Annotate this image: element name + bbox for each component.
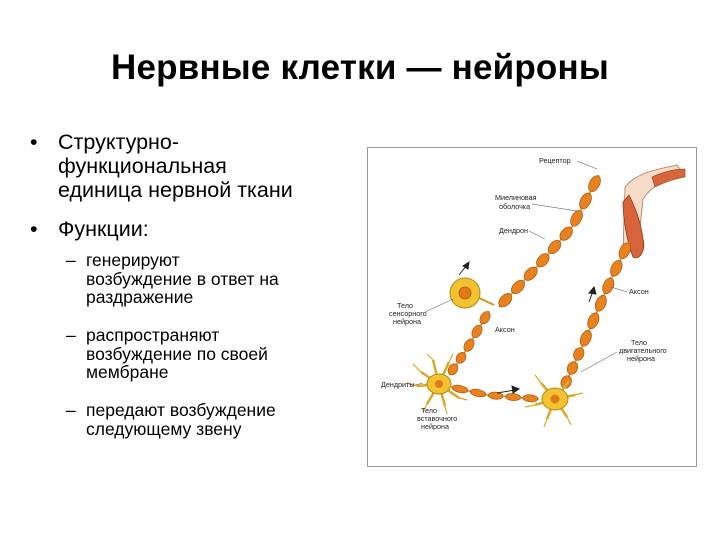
sensory-dendron-segment xyxy=(523,266,538,281)
label-inter-body-1: Тело xyxy=(421,406,437,415)
sensory-axon-segment xyxy=(463,338,475,352)
dash-mark: – xyxy=(66,325,76,345)
motor-neuron-body xyxy=(524,374,584,428)
sub-bullet-text: распространяют возбуждение по своей мемб… xyxy=(86,326,268,382)
sensory-neuron-body xyxy=(449,277,495,309)
figure-labels: Рецептор Миелиновая оболочка Дендрон Тел… xyxy=(381,156,667,431)
dash-mark: – xyxy=(66,400,76,420)
sub-bullet-line: возбуждение по своей xyxy=(86,343,268,364)
label-inter-body-3: нейрона xyxy=(421,422,449,431)
label-myelin-1: Миелиновая xyxy=(495,193,537,202)
label-sensory-body-1: Тело xyxy=(397,301,413,310)
interneuron-axon-segment xyxy=(487,391,504,400)
sensory-dendron-segment xyxy=(579,192,592,210)
bullet-line: функциональная xyxy=(58,154,227,178)
bullet-line: Структурно- xyxy=(58,130,180,154)
interneuron-axon-segment xyxy=(469,388,487,398)
sensory-axon-segment xyxy=(447,363,459,376)
motor-axon-segment xyxy=(579,330,592,347)
interneuron-axon-segment xyxy=(522,394,539,403)
sensory-dendron-segment xyxy=(570,209,583,227)
sub-bullet-text: генерируют возбуждение в ответ на раздра… xyxy=(86,251,279,307)
sensory-dendron-segment xyxy=(588,175,601,193)
sub-bullet-line: распространяют xyxy=(86,325,220,345)
sensory-dendron-segment xyxy=(559,226,573,241)
sub-bullet-line: следующему звену xyxy=(86,418,242,439)
label-motor-body-3: нейрона xyxy=(627,354,655,363)
label-axon-motor: Аксон xyxy=(629,287,649,296)
motor-axon-segment xyxy=(618,242,631,260)
sensory-dendron-segment xyxy=(511,279,525,295)
sub-bullet-line: генерируют xyxy=(86,250,180,270)
dash-mark: – xyxy=(66,250,76,270)
sensory-axon-segment xyxy=(479,311,491,325)
impulse-arrows xyxy=(458,260,597,394)
motor-axon-segment xyxy=(566,361,579,375)
sensory-dendron-segment xyxy=(536,253,550,268)
sub-bullet-line: раздражение xyxy=(86,287,194,307)
sub-bullet-text: передают возбуждение следующему звену xyxy=(86,401,276,438)
muscle-arm-illustration xyxy=(622,164,686,259)
label-dendron: Дендрон xyxy=(499,226,528,235)
label-motor-body-2: двигательного xyxy=(619,346,667,355)
label-motor-body-1: Тело xyxy=(631,338,647,347)
neuron-diagram: Рецептор Миелиновая оболочка Дендрон Тел… xyxy=(367,147,697,467)
sensory-dendron-segment xyxy=(547,239,562,255)
bullet-mark: • xyxy=(30,130,38,154)
bullet-text: Функции: xyxy=(58,217,149,241)
label-myelin-2: оболочка xyxy=(499,202,530,211)
motor-axon-segment xyxy=(594,295,607,312)
sensory-dendron-segment xyxy=(498,293,513,308)
bullet-line: единица нервной ткани xyxy=(58,178,293,202)
label-axon-sensory: Аксон xyxy=(495,325,515,334)
sub-bullet-line: мембране xyxy=(86,362,169,382)
label-sensory-body-3: нейрона xyxy=(393,317,421,326)
interneuron-axon-segment xyxy=(505,393,521,401)
bullet-text: Структурно- функциональная единица нервн… xyxy=(58,130,293,202)
motor-axon-segment xyxy=(610,259,623,277)
sensory-axon-segment xyxy=(455,352,467,364)
interneuron-body xyxy=(406,353,468,415)
label-receptor: Рецептор xyxy=(539,156,571,165)
label-inter-body-2: вставочного xyxy=(417,414,457,423)
sub-bullet-line: передают возбуждение xyxy=(86,400,276,420)
motor-axon-segment xyxy=(587,312,600,330)
label-dendrites: Дендриты xyxy=(381,380,415,389)
sensory-axon-segment xyxy=(471,324,483,339)
interneuron-axon-segment xyxy=(451,384,469,394)
bullet-mark: • xyxy=(30,217,38,241)
motor-axon-segment xyxy=(573,347,585,361)
sub-bullet-line: возбуждение в ответ на xyxy=(86,268,279,289)
label-sensory-body-2: сенсорного xyxy=(389,309,427,318)
nerve-fibers xyxy=(447,174,631,403)
slide-title: Нервные клетки — нейроны xyxy=(111,48,609,87)
